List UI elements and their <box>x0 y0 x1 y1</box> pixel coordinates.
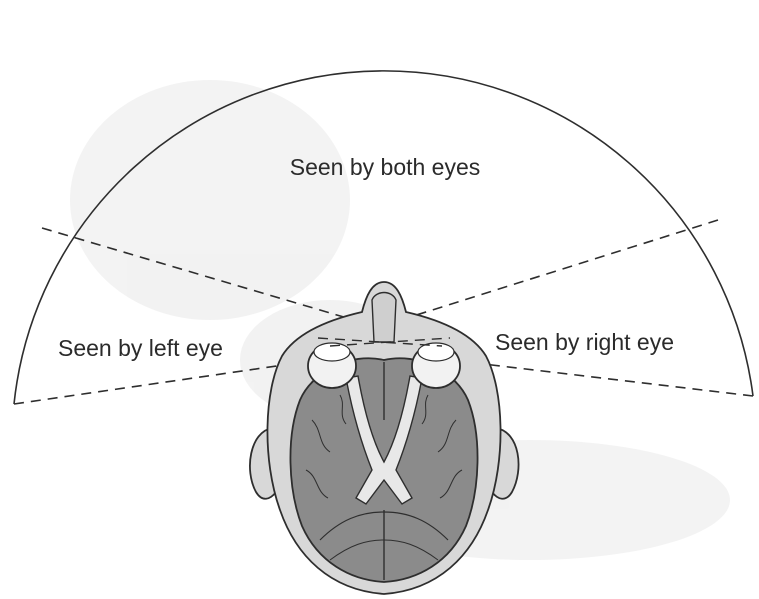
nose-ridge <box>372 293 396 343</box>
right-eye-icon <box>412 343 460 388</box>
label-seen-by-left-eye: Seen by left eye <box>58 335 223 361</box>
label-seen-by-both-eyes: Seen by both eyes <box>290 154 481 180</box>
label-seen-by-right-eye: Seen by right eye <box>495 329 674 355</box>
left-eye-icon <box>308 343 356 388</box>
